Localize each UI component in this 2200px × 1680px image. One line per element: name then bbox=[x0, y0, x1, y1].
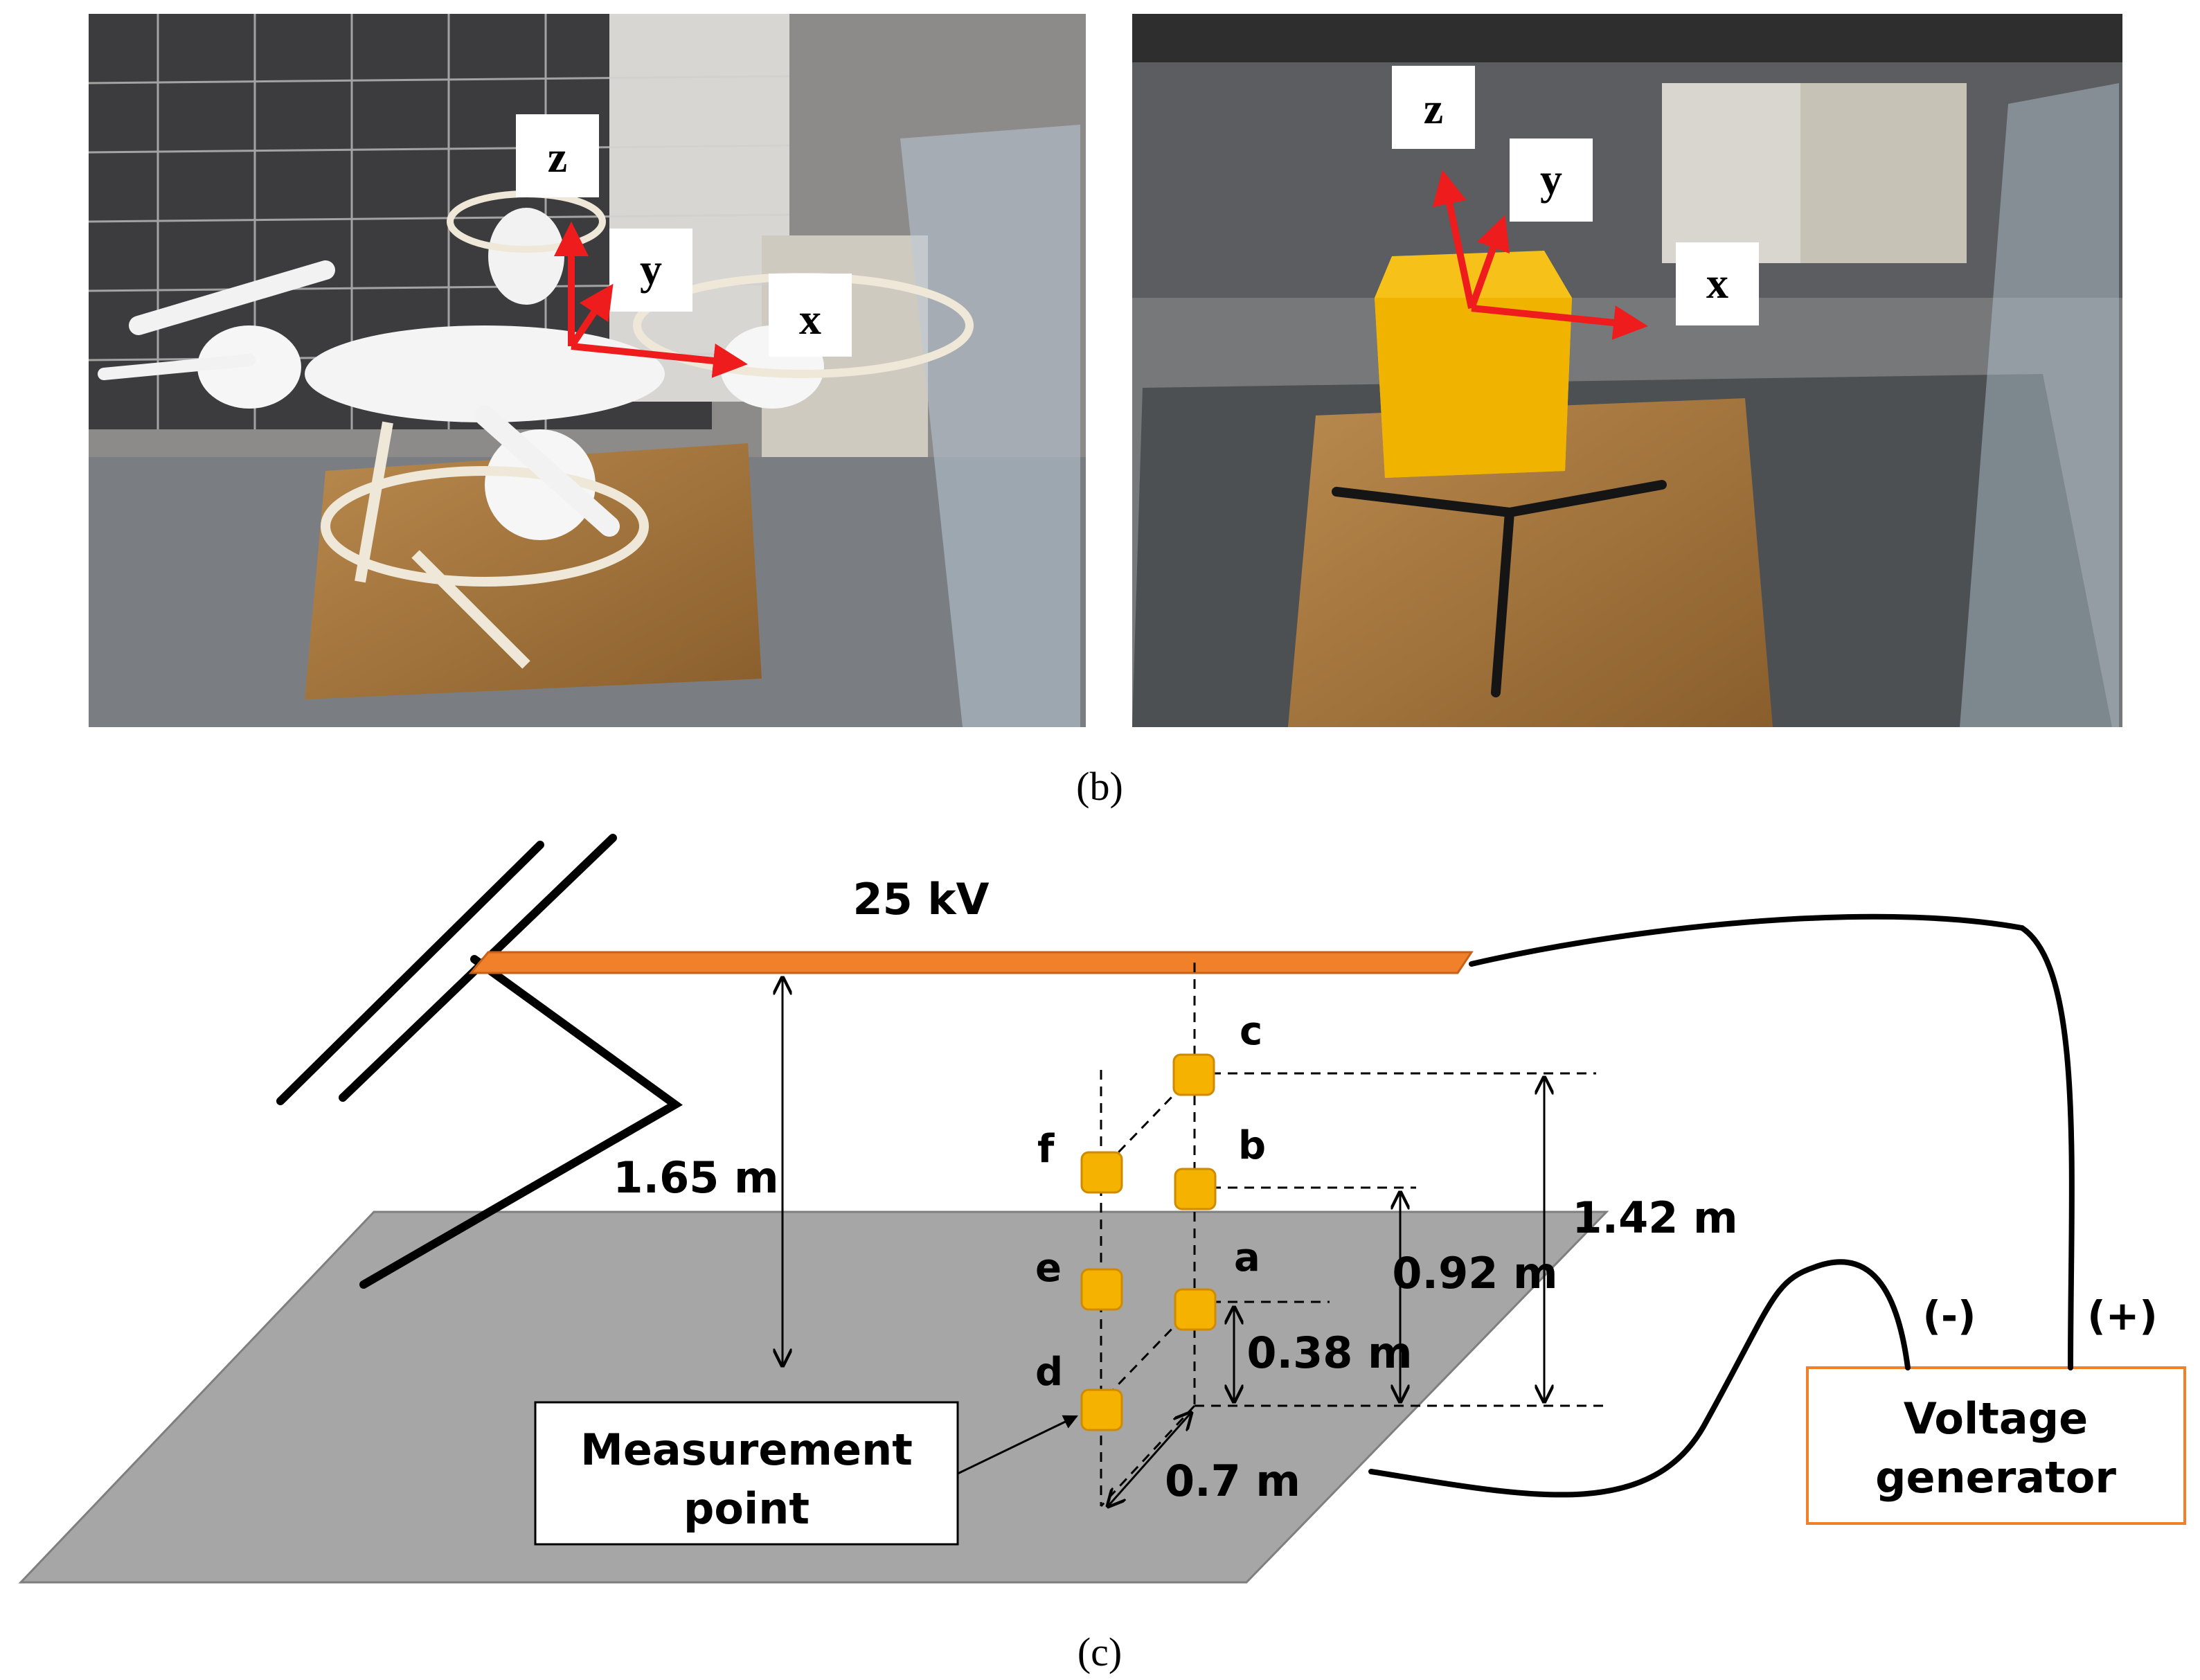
voltage-generator-box bbox=[1806, 1366, 2186, 1525]
right-y-label: y bbox=[1540, 154, 1562, 204]
left-z-label: z bbox=[548, 132, 567, 181]
dim-142-label: 1.42 m bbox=[1572, 1192, 1737, 1243]
point-c-label: c bbox=[1240, 1009, 1262, 1054]
point-e-label: e bbox=[1035, 1246, 1062, 1291]
measurement-box-line1: Measurement bbox=[580, 1424, 913, 1475]
left-axis-labels: z y x bbox=[516, 114, 852, 357]
caption-b: (b) bbox=[1076, 764, 1123, 809]
positive-terminal-label: (+) bbox=[2087, 1292, 2158, 1339]
probe-cube bbox=[1375, 251, 1572, 478]
point-a-label: a bbox=[1234, 1235, 1260, 1280]
right-z-label: z bbox=[1424, 84, 1443, 133]
dim-07-label: 0.7 m bbox=[1165, 1456, 1300, 1506]
point-f-label: f bbox=[1037, 1127, 1055, 1172]
dim-07-arrow bbox=[1108, 1413, 1191, 1506]
measurement-pointer-arrow bbox=[957, 1415, 1078, 1475]
schematic-diagram: 25 kV 1.65 m c b a bbox=[18, 834, 2186, 1584]
dim-038-label: 0.38 m bbox=[1246, 1328, 1412, 1378]
sensor-a bbox=[1174, 1288, 1217, 1331]
sensor-points bbox=[1080, 1053, 1217, 1431]
sensor-e bbox=[1080, 1268, 1123, 1311]
left-axis-arrows bbox=[554, 222, 748, 378]
sensor-d bbox=[1080, 1388, 1123, 1431]
wires bbox=[1368, 913, 2075, 1498]
photo-sensor: z y x bbox=[1132, 14, 2122, 727]
left-x-label: x bbox=[799, 294, 821, 343]
conductor-line bbox=[468, 951, 1474, 974]
dim-092-label: 0.92 m bbox=[1392, 1248, 1557, 1298]
height-label: 1.65 m bbox=[613, 1152, 778, 1203]
negative-terminal-label: (-) bbox=[1922, 1292, 1976, 1339]
voltage-label: 25 kV bbox=[852, 874, 989, 924]
sensor-f bbox=[1080, 1151, 1123, 1194]
right-axis-arrows bbox=[1432, 170, 1648, 340]
sensor-c bbox=[1172, 1053, 1215, 1096]
point-d-label: d bbox=[1035, 1350, 1063, 1395]
sensor-letters: c b a f e d bbox=[1035, 1009, 1266, 1395]
generator-line1: Voltage bbox=[1904, 1393, 2088, 1444]
photo-drone: z y x bbox=[88, 14, 1086, 727]
generator-line2: generator bbox=[1875, 1452, 2116, 1503]
right-axis-labels: z y x bbox=[1392, 66, 1759, 325]
point-b-label: b bbox=[1238, 1123, 1266, 1168]
right-x-label: x bbox=[1706, 258, 1728, 307]
sensor-b bbox=[1174, 1168, 1217, 1210]
measurement-box-line2: point bbox=[683, 1483, 810, 1534]
caption-c: (c) bbox=[1077, 1629, 1122, 1674]
tripod-shape bbox=[1332, 480, 1667, 697]
left-y-label: y bbox=[640, 244, 662, 294]
